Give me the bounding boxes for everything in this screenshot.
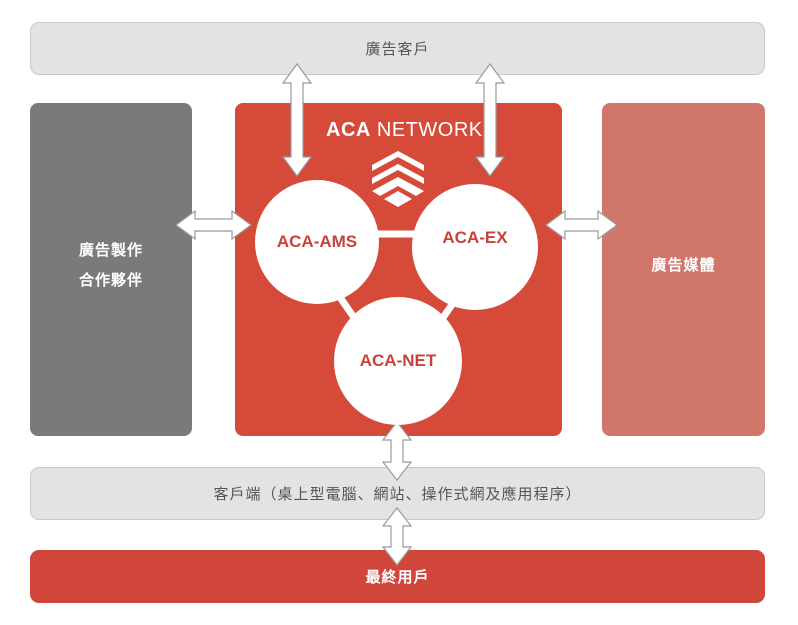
end-users-label: 最終用戶 (365, 568, 430, 586)
client-devices-label: 客戶端（桌上型電腦、網站、操作式網及應用程序） (213, 485, 582, 503)
aca-ex-label: ACA-EX (442, 228, 508, 247)
arrows (174, 62, 619, 566)
aca-ex-node: ACA-EX (412, 184, 538, 310)
aca-network-title: ACA NETWORK (326, 119, 483, 142)
aca-ams-label: ACA-AMS (276, 232, 358, 251)
arrow-clients-endusers (381, 507, 413, 566)
arrow-advertisers-ams (281, 62, 313, 178)
advertisers-label: 廣告客戶 (365, 40, 430, 58)
advertisers-bar: 廣告客戶 (30, 22, 765, 75)
arrow-partners-ams (174, 209, 253, 241)
arrow-ex-media (544, 209, 619, 241)
production-partners-line2: 合作夥伴 (78, 271, 143, 289)
aca-logo-icon (372, 151, 424, 207)
brand-strong: ACA (326, 119, 371, 141)
aca-net-label: ACA-NET (359, 351, 437, 370)
ad-media-panel (602, 103, 765, 436)
aca-ams-node: ACA-AMS (255, 180, 379, 304)
production-partners-panel (30, 103, 192, 436)
production-partners-line1: 廣告製作 (78, 241, 143, 259)
arrow-net-clients (381, 421, 413, 481)
production-partners-label: 廣告製作 合作夥伴 (30, 235, 192, 295)
brand-rest: NETWORK (370, 119, 483, 141)
ad-media-label: 廣告媒體 (651, 256, 716, 274)
aca-net-node: ACA-NET (334, 297, 462, 425)
arrow-advertisers-ex (474, 62, 506, 178)
